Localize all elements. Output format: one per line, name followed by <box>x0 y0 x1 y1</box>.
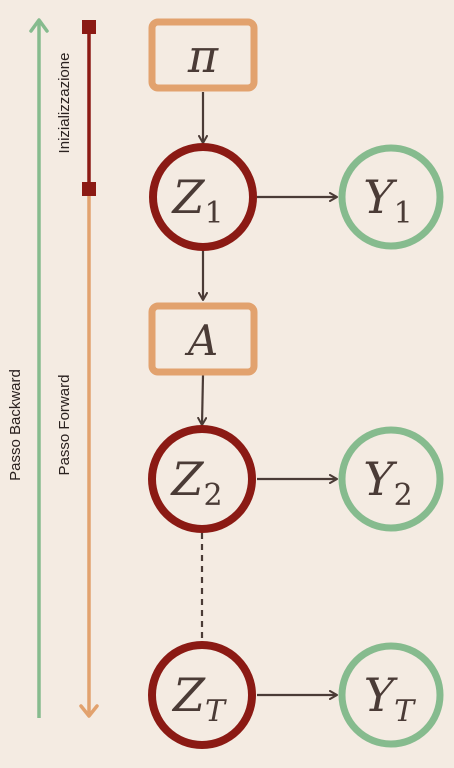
forward-pass-arrow <box>79 196 99 718</box>
node-y2: Y2 <box>338 426 444 532</box>
node-yt-symbol: Y <box>364 668 399 722</box>
node-zt: ZT <box>148 641 256 749</box>
node-zt-symbol: Z <box>171 668 206 722</box>
node-z2-symbol: Z <box>169 452 204 506</box>
node-y1-symbol: Y <box>363 170 398 224</box>
forward-pass-label: Passo Forward <box>56 375 73 476</box>
node-z1-subscript: 1 <box>204 196 223 231</box>
svg-text:Z1: Z1 <box>170 170 223 231</box>
node-yt: YT <box>338 642 444 748</box>
backward-pass-label: Passo Backward <box>7 369 24 481</box>
node-pi: π <box>148 18 258 92</box>
initialization-label: Inizializzazione <box>56 53 73 154</box>
node-y2-subscript: 2 <box>394 478 413 513</box>
svg-text:Z2: Z2 <box>169 452 222 513</box>
node-z1-symbol: Z <box>170 170 205 224</box>
node-pi-symbol: π <box>187 29 219 83</box>
node-y1-subscript: 1 <box>394 196 413 231</box>
backward-pass-arrow <box>29 18 49 718</box>
node-y1: Y1 <box>338 144 444 250</box>
node-zt-subscript: T <box>205 694 227 729</box>
node-yt-subscript: T <box>394 694 416 729</box>
svg-text:Y1: Y1 <box>363 170 412 231</box>
node-a: A <box>148 302 258 376</box>
init-end-marker <box>82 182 96 196</box>
node-a-symbol: A <box>184 316 218 365</box>
svg-text:YT: YT <box>364 668 416 729</box>
node-z2-subscript: 2 <box>203 478 222 513</box>
edge-a-z2 <box>197 374 208 426</box>
node-z2: Z2 <box>148 425 256 533</box>
node-z1: Z1 <box>149 143 257 251</box>
svg-text:ZT: ZT <box>171 668 227 729</box>
svg-text:Y2: Y2 <box>363 452 412 513</box>
node-y2-symbol: Y <box>363 452 398 506</box>
init-start-marker <box>82 20 96 34</box>
initialization-bar <box>82 20 96 196</box>
